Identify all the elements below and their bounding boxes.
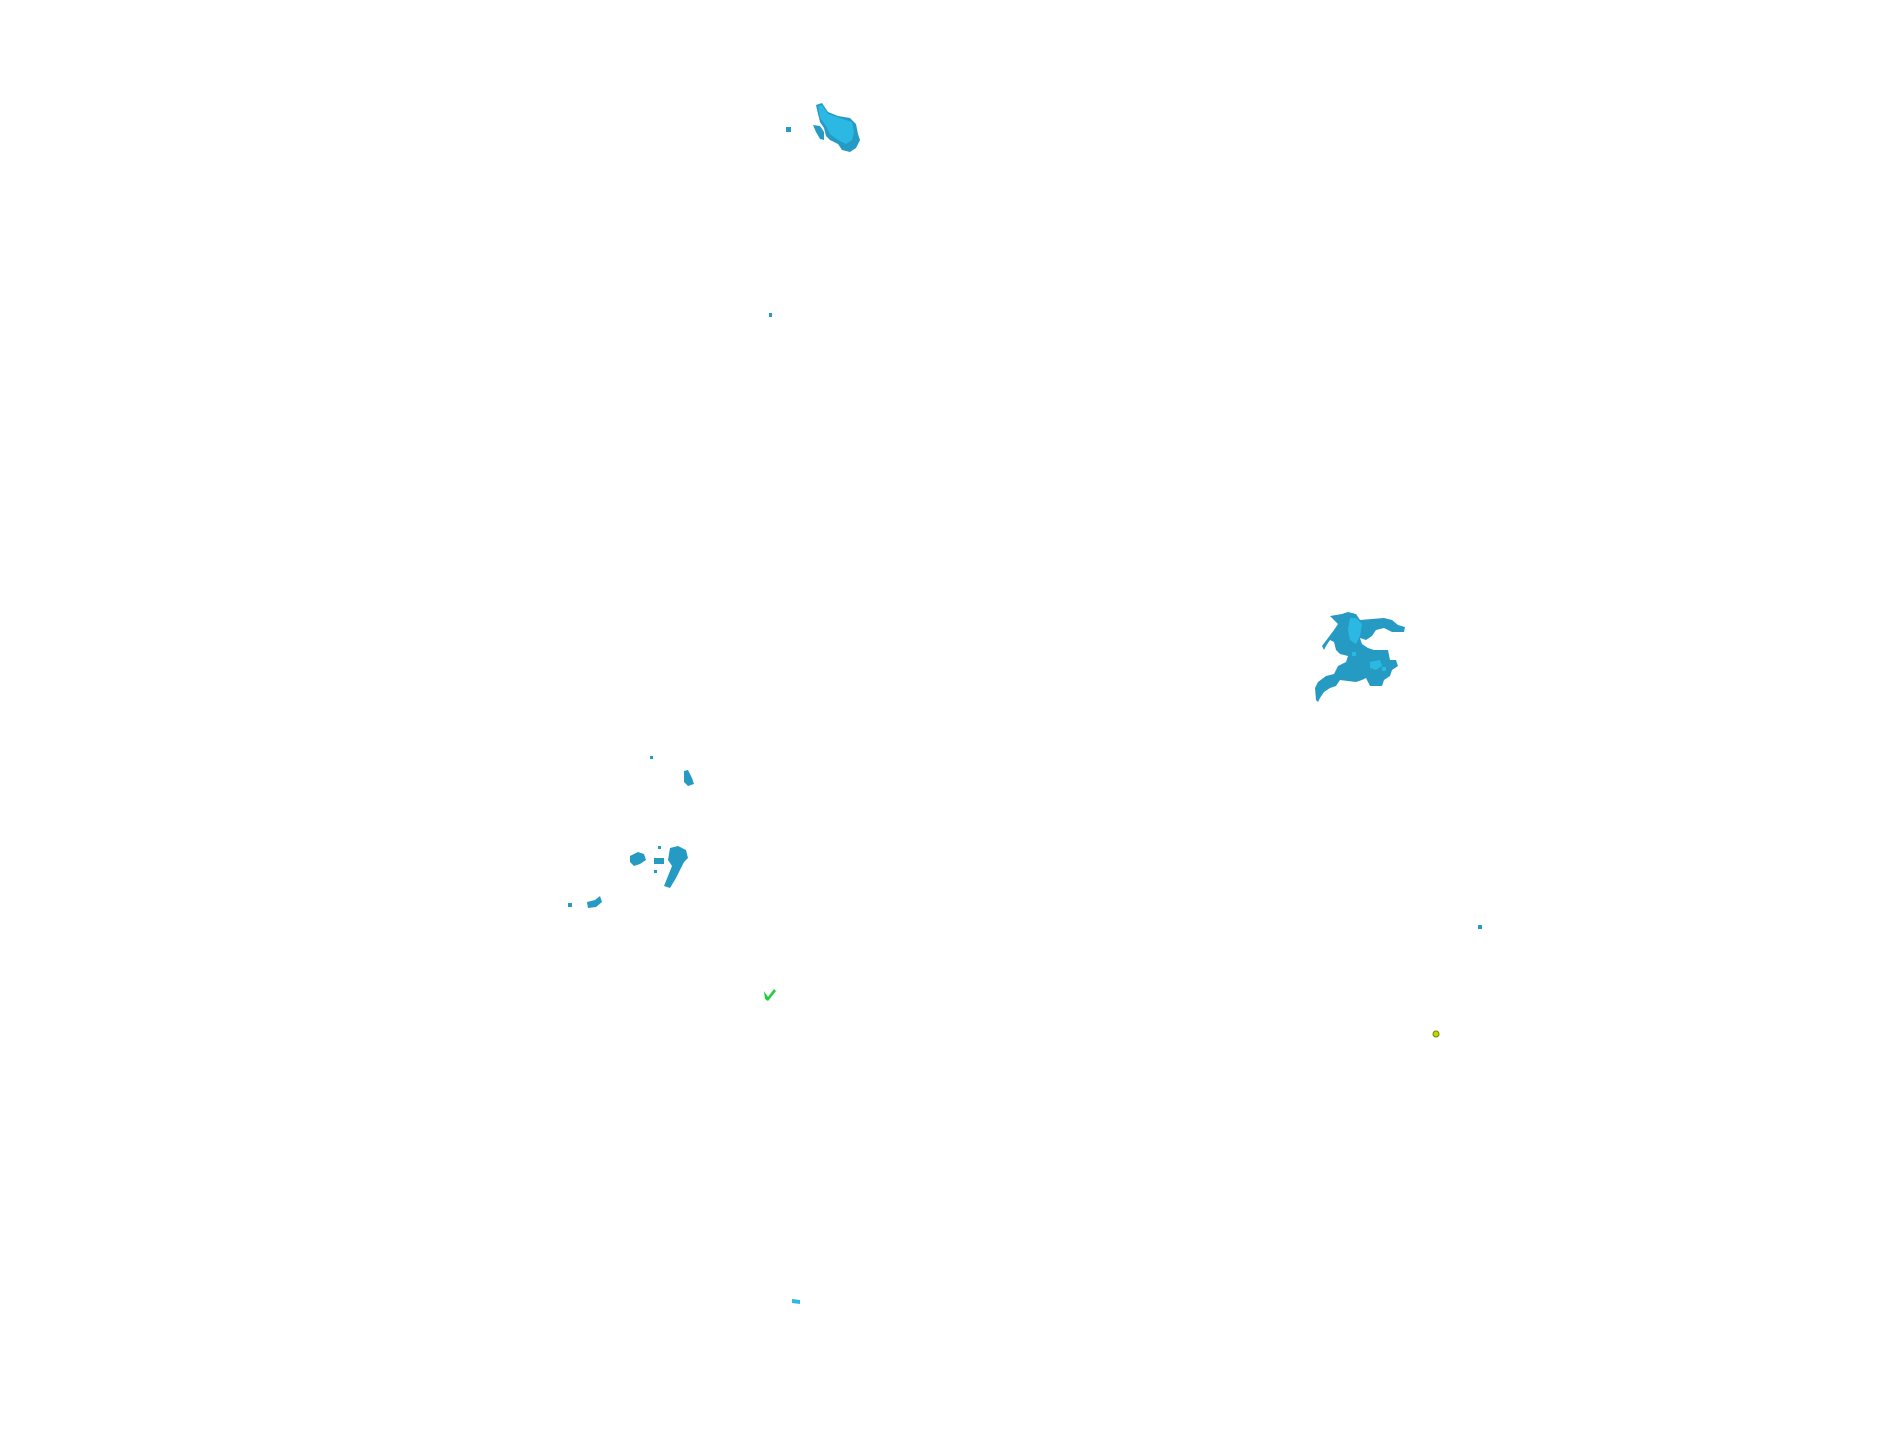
lake-east [1315, 612, 1405, 702]
lakes-west [568, 756, 694, 908]
green-check-marker [764, 989, 776, 1001]
yellow-point-marker [1432, 1030, 1440, 1038]
pond [786, 127, 791, 132]
pond [769, 313, 772, 317]
pond [1478, 925, 1482, 929]
lake-north [813, 103, 860, 152]
pond [792, 1299, 800, 1304]
